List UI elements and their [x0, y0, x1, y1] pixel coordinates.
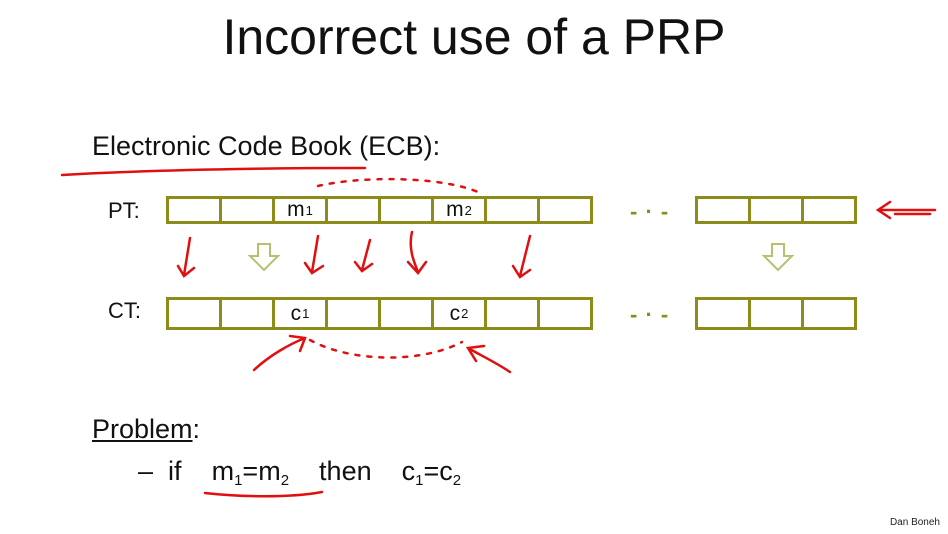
red-arrow-icon: [353, 238, 374, 273]
pt-blocks-right: [695, 196, 857, 224]
pt-block: [748, 196, 804, 224]
ct-block: [166, 297, 222, 330]
red-arrow-icon: [176, 236, 196, 278]
ct-equal-link: [308, 338, 464, 359]
red-arrow-icon: [465, 344, 512, 374]
red-arrow-icon: [406, 230, 428, 275]
ct-block: [484, 297, 540, 330]
slide-title: Incorrect use of a PRP: [222, 9, 726, 65]
problem-heading: Problem:: [92, 414, 201, 444]
pt-ellipsis: - · -: [630, 199, 670, 224]
pt-block: [378, 196, 434, 224]
pt-label: PT:: [108, 198, 140, 223]
pt-equal-link: [316, 177, 480, 194]
pt-block: [484, 196, 540, 224]
pt-block: [219, 196, 275, 224]
pt-block: [325, 196, 381, 224]
author-credit: Dan Boneh: [889, 517, 940, 528]
encrypt-arrow-icon: [247, 243, 795, 272]
ct-block: [537, 297, 593, 330]
red-arrow-icon: [303, 234, 325, 275]
red-arrow-icon: [511, 234, 532, 279]
pt-block: [695, 196, 751, 224]
ct-block: [325, 297, 381, 330]
ct-ellipsis: - · -: [630, 302, 670, 327]
pt-block: [801, 196, 857, 224]
condition-m-equal: m1=m2: [211, 456, 290, 489]
condition-underline: [203, 490, 324, 498]
pt-block: [166, 196, 222, 224]
problem-condition: – if m1=m2 then c1=c2: [138, 456, 462, 489]
ct-block: [801, 297, 857, 330]
red-arrow-icon: [252, 334, 307, 372]
ct-block: [748, 297, 804, 330]
ct-blocks-right: [695, 297, 857, 330]
ct-block: [378, 297, 434, 330]
pt-block: [537, 196, 593, 224]
condition-c-equal: c1=c2: [401, 456, 462, 489]
red-arrow-icon: [875, 200, 937, 220]
heading-underline: [60, 166, 367, 177]
ct-block: [695, 297, 751, 330]
ct-block: [219, 297, 275, 330]
ct-label: CT:: [108, 298, 141, 323]
ecb-heading: Electronic Code Book (ECB):: [92, 131, 441, 161]
